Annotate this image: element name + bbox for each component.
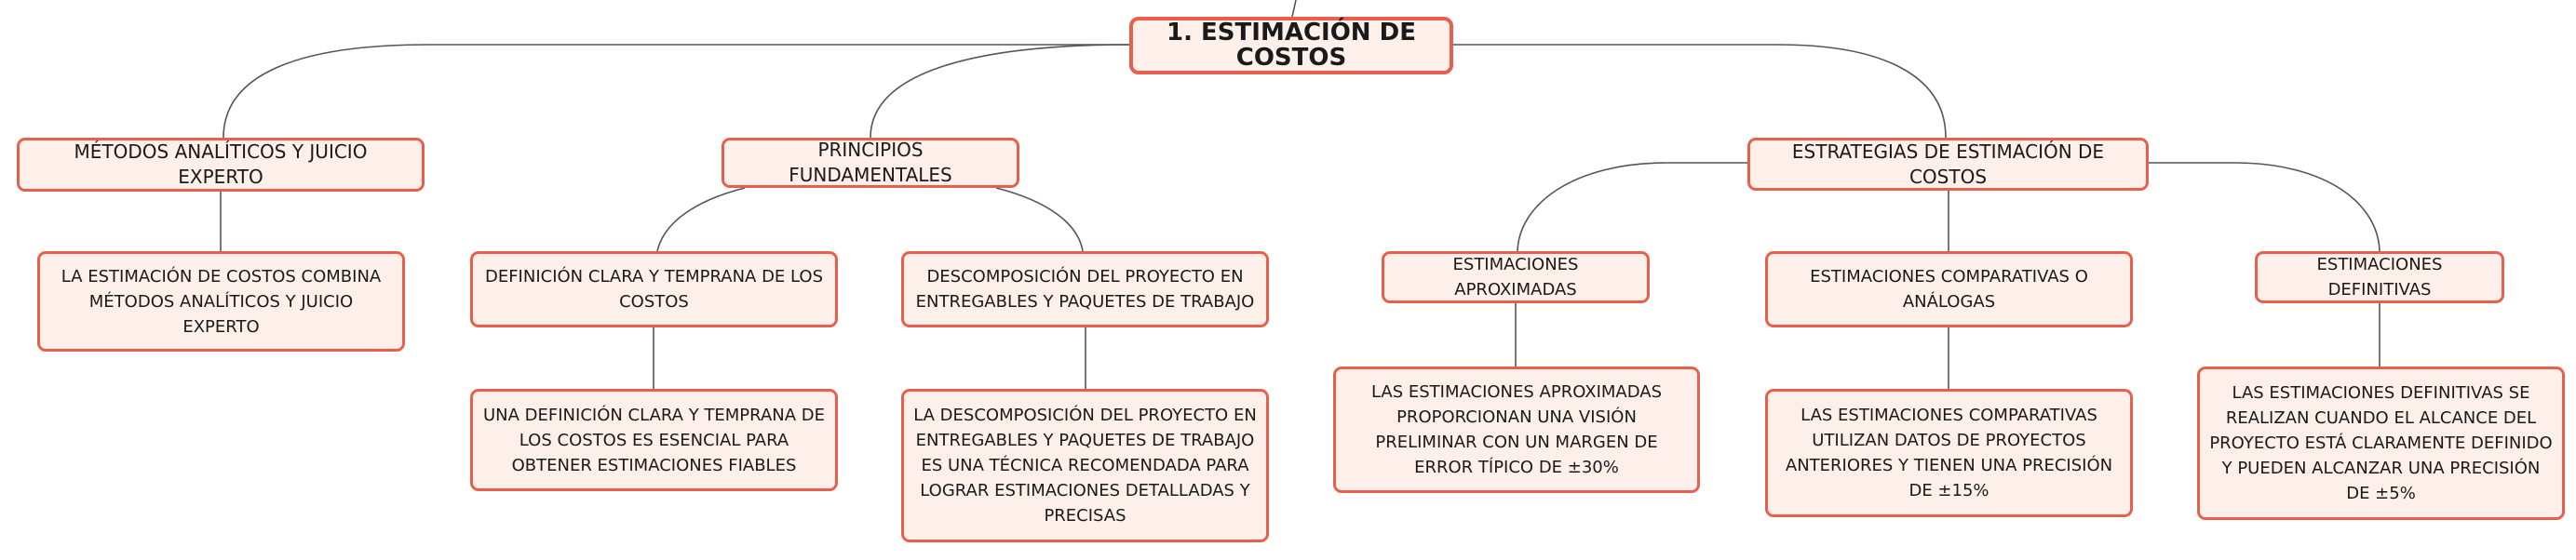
subtopic-estimaciones-comparativas[interactable]: ESTIMACIONES COMPARATIVAS O ANÁLOGAS bbox=[1765, 251, 2133, 327]
subtopic-estimaciones-definitivas[interactable]: ESTIMACIONES DEFINITIVAS bbox=[2255, 251, 2504, 303]
subtopic-descomposicion[interactable]: DESCOMPOSICIÓN DEL PROYECTO EN ENTREGABL… bbox=[901, 251, 1269, 327]
subtopic-estimaciones-aproximadas[interactable]: ESTIMACIONES APROXIMADAS bbox=[1382, 251, 1650, 303]
connector-root-estrategias bbox=[1453, 44, 1947, 139]
detail-estimaciones-definitivas[interactable]: LAS ESTIMACIONES DEFINITIVAS SE REALIZAN… bbox=[2197, 367, 2565, 520]
root-topic[interactable]: 1. ESTIMACIÓN DE COSTOS bbox=[1129, 17, 1453, 74]
detail-descomposicion[interactable]: LA DESCOMPOSICIÓN DEL PROYECTO EN ENTREG… bbox=[901, 389, 1269, 542]
subtopic-definicion-clara[interactable]: DEFINICIÓN CLARA Y TEMPRANA DE LOS COSTO… bbox=[470, 251, 838, 327]
topic-estrategias-estimacion[interactable]: ESTRATEGIAS DE ESTIMACIÓN DE COSTOS bbox=[1747, 138, 2149, 191]
connector-principios-definicion bbox=[656, 187, 746, 252]
connector-estrategias-definitivas bbox=[2149, 162, 2380, 254]
connector-principios-descomposicion bbox=[995, 187, 1084, 252]
connector-root-parent bbox=[1291, 0, 1297, 18]
subtopic-metodos-descripcion[interactable]: LA ESTIMACIÓN DE COSTOS COMBINA MÉTODOS … bbox=[37, 251, 405, 352]
connector-root-principios bbox=[870, 44, 1130, 139]
connector-estrategias-aproximadas bbox=[1517, 162, 1747, 254]
detail-definicion-clara[interactable]: UNA DEFINICIÓN CLARA Y TEMPRANA DE LOS C… bbox=[470, 389, 838, 491]
detail-estimaciones-aproximadas[interactable]: LAS ESTIMACIONES APROXIMADAS PROPORCIONA… bbox=[1333, 367, 1700, 493]
connector-root-metodos bbox=[223, 44, 1129, 139]
detail-estimaciones-comparativas[interactable]: LAS ESTIMACIONES COMPARATIVAS UTILIZAN D… bbox=[1765, 389, 2133, 517]
topic-metodos-analiticos[interactable]: MÉTODOS ANALÍTICOS Y JUICIO EXPERTO bbox=[17, 138, 425, 192]
topic-principios-fundamentales[interactable]: PRINCIPIOS FUNDAMENTALES bbox=[722, 138, 1019, 188]
